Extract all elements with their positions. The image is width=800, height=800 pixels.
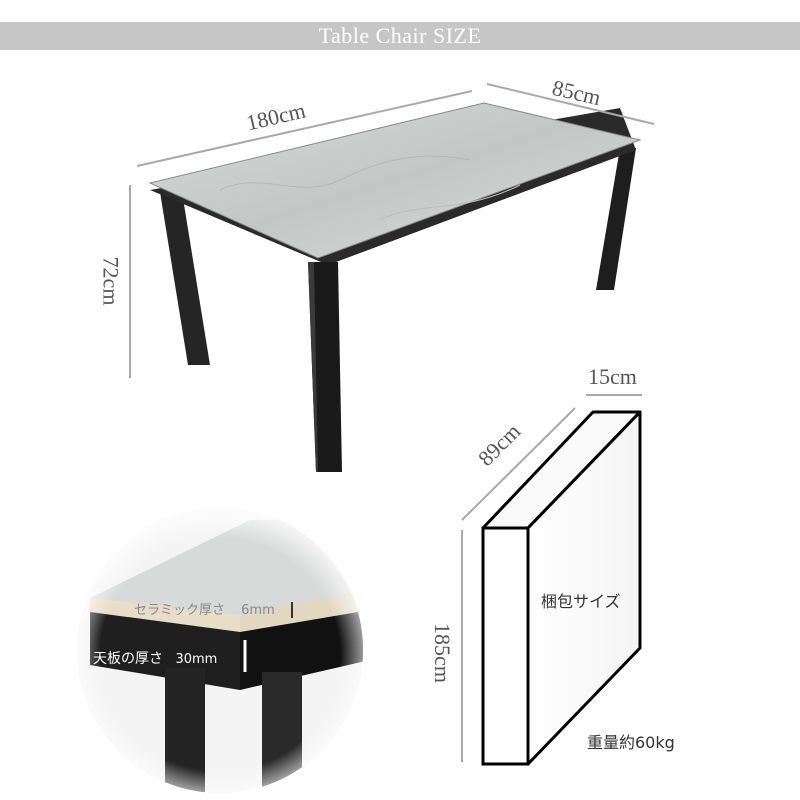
- ceramic-thickness-value: 6mm: [241, 603, 275, 618]
- header-banner: [0, 22, 800, 50]
- package-size-label: 梱包サイズ: [541, 592, 621, 611]
- package-depth-dim-line: [461, 407, 576, 521]
- ceramic-thickness-text: セラミック厚さ: [134, 603, 226, 618]
- edge-detail-inset: [77, 507, 363, 793]
- package-weight-label: 重量約60kg: [587, 733, 675, 752]
- header-title: Table Chair SIZE: [318, 23, 482, 48]
- depth-dim-line: [486, 83, 655, 125]
- top-thickness-text: 天板の厚さ: [93, 651, 163, 667]
- package-height-label: 185cm: [429, 623, 455, 683]
- top-thickness-label: 天板の厚さ 30mm: [93, 648, 217, 668]
- package-box-front: [481, 526, 530, 766]
- top-thickness-value: 30mm: [175, 652, 218, 667]
- table-leg-back-right: [596, 148, 636, 290]
- height-label: 72cm: [98, 256, 124, 306]
- package-width-label: 15cm: [588, 364, 637, 389]
- tabletop: [148, 102, 642, 259]
- ceramic-thickness-label: セラミック厚さ 6mm: [134, 599, 275, 618]
- table-leg-back-left: [160, 192, 210, 365]
- width-dim-line: [136, 90, 473, 167]
